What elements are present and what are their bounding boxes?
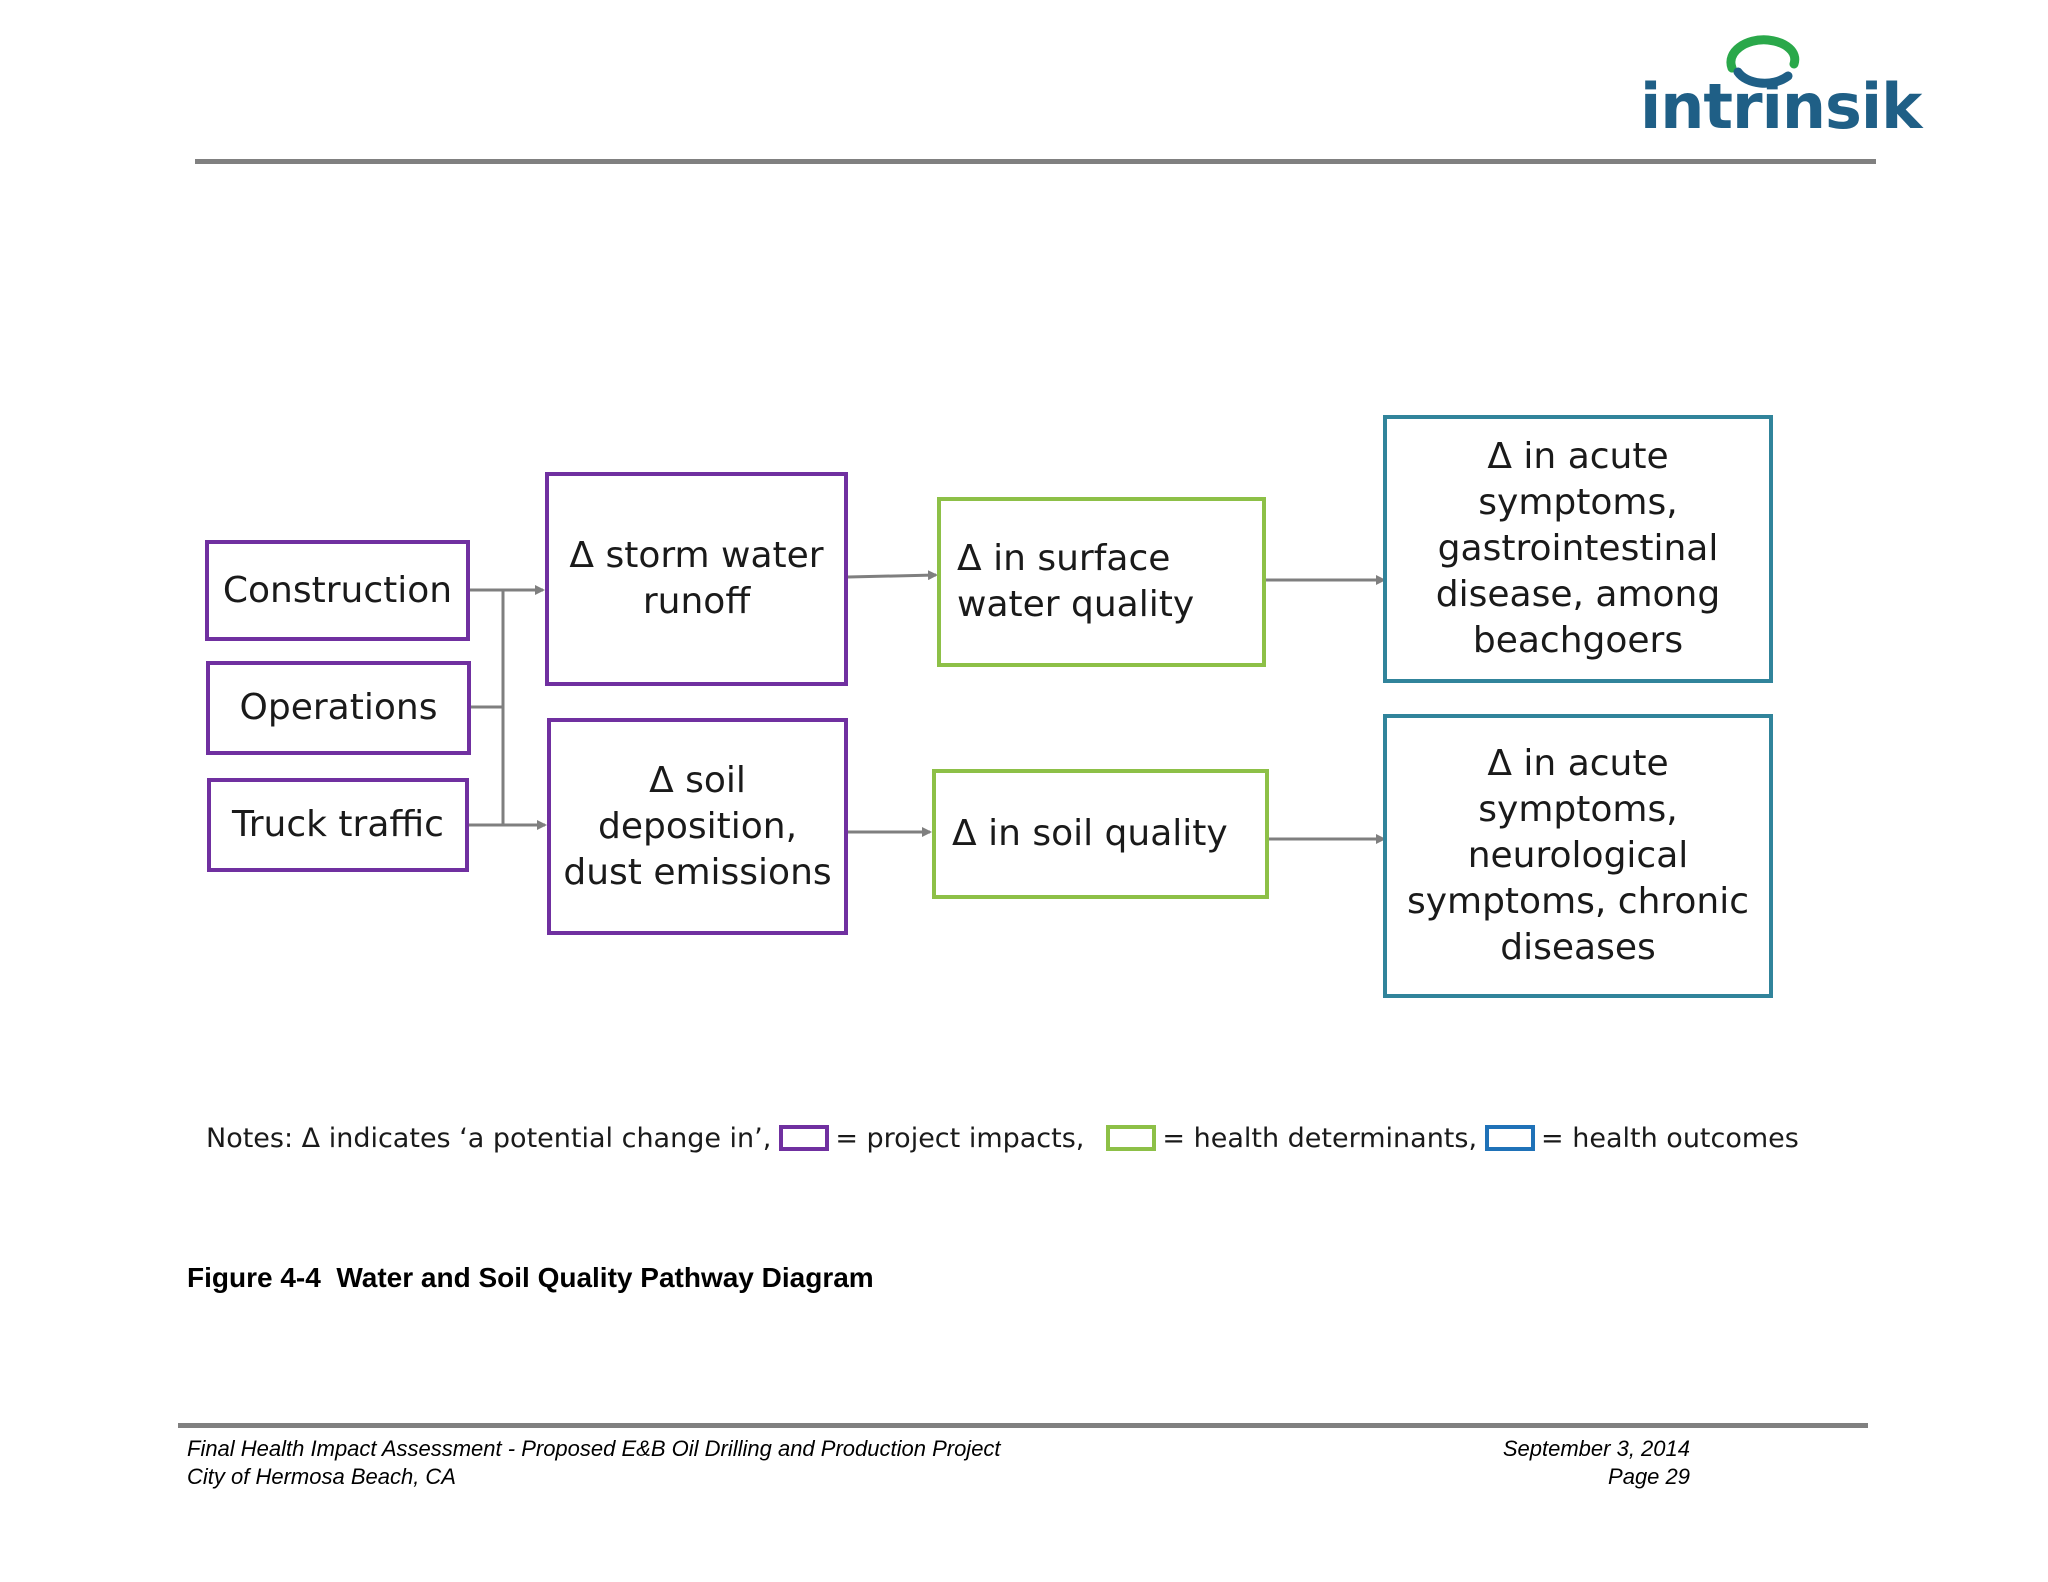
footer-report-title: Final Health Impact Assessment - Propose…: [187, 1436, 1001, 1461]
diagram-legend: Notes: Δ indicates ‘a potential change i…: [206, 1113, 1799, 1163]
box-gastrointestinal-outcome: Δ in acute symptoms, gastrointestinal di…: [1383, 415, 1773, 683]
logo-swoosh-icon: [1726, 35, 1800, 88]
header-divider: [195, 159, 1876, 164]
box-surface-water-quality: Δ in surface water quality: [937, 497, 1266, 667]
box-truck-traffic: Truck traffic: [207, 778, 469, 872]
footer-city: City of Hermosa Beach, CA: [187, 1464, 456, 1489]
box-operations: Operations: [206, 661, 471, 755]
legend-health-determinants: = health determinants,: [1162, 1122, 1478, 1154]
footer-right: September 3, 2014 Page 29: [1400, 1435, 1690, 1491]
legend-prefix: Notes: Δ indicates ‘a potential change i…: [206, 1122, 772, 1154]
footer-divider: [178, 1423, 1868, 1428]
legend-project-impacts: = project impacts,: [835, 1122, 1085, 1154]
legend-swatch-determinant: [1106, 1125, 1157, 1151]
box-storm-water-runoff: Δ storm water runoff: [545, 472, 848, 686]
footer-left: Final Health Impact Assessment - Propose…: [187, 1435, 1001, 1491]
footer-page-number: Page 29: [1608, 1464, 1690, 1489]
box-soil-quality: Δ in soil quality: [932, 769, 1269, 899]
box-neurological-outcome: Δ in acute symptoms, neurological sympto…: [1383, 714, 1773, 998]
arrow-storm-to-surface: [847, 570, 938, 581]
figure-caption: Figure 4-4 Water and Soil Quality Pathwa…: [187, 1262, 874, 1293]
footer-date: September 3, 2014: [1502, 1436, 1690, 1461]
legend-swatch-impact: [779, 1125, 830, 1151]
logo-wordmark: intrinsik: [1640, 70, 1922, 143]
box-soil-deposition: Δ soil deposition, dust emissions: [547, 718, 848, 935]
legend-health-outcomes: = health outcomes: [1541, 1122, 1799, 1154]
legend-swatch-outcome: [1485, 1125, 1536, 1151]
box-construction: Construction: [205, 540, 470, 641]
intrinsik-logo: intrinsik: [1640, 30, 1922, 145]
